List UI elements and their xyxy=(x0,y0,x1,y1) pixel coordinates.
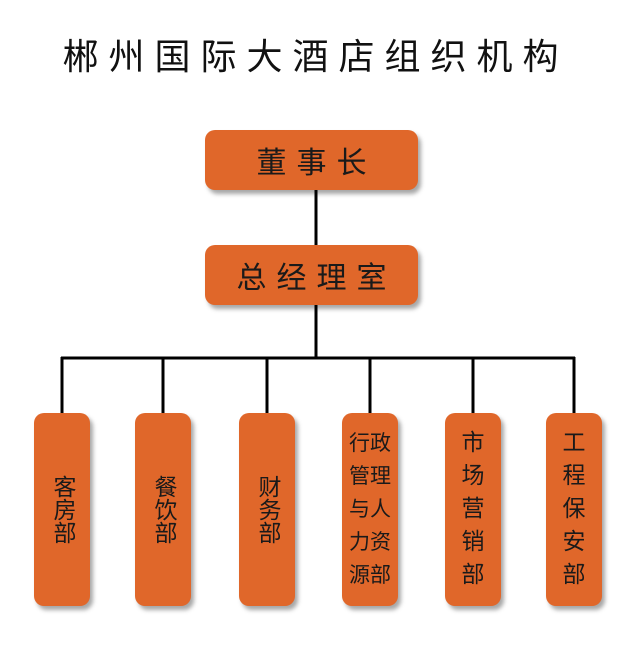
dept-label-rooms: 客房部 xyxy=(49,475,75,544)
dept-label-admin-hr: 行政 管理 与人 力资 源部 xyxy=(349,431,391,587)
dept-box-engineering-security: 工 程 保 安 部 xyxy=(546,413,602,606)
dept-label-food-beverage: 餐饮部 xyxy=(150,475,176,544)
dept-box-admin-hr: 行政 管理 与人 力资 源部 xyxy=(342,413,398,606)
dept-box-finance: 财务部 xyxy=(239,413,295,606)
dept-label-marketing: 市 场 营 销 部 xyxy=(461,430,485,588)
board-box: 董事长 xyxy=(205,130,418,190)
general-manager-box: 总经理室 xyxy=(205,245,418,305)
general-manager-label: 总经理室 xyxy=(236,261,397,296)
dept-box-rooms: 客房部 xyxy=(34,413,90,606)
dept-box-marketing: 市 场 营 销 部 xyxy=(445,413,501,606)
dept-label-engineering-security: 工 程 保 安 部 xyxy=(562,430,586,588)
dept-label-finance: 财务部 xyxy=(254,475,280,544)
chart-title: 郴州国际大酒店组织机构 xyxy=(62,37,569,78)
dept-box-food-beverage: 餐饮部 xyxy=(135,413,191,606)
board-label: 董事长 xyxy=(256,146,377,181)
